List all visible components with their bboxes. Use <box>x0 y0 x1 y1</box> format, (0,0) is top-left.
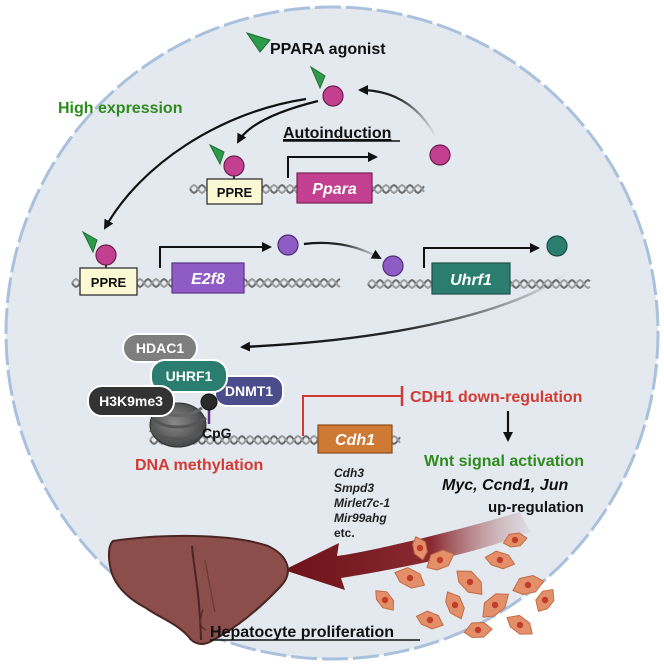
hepatocyte-cell <box>456 570 483 595</box>
ppre-label-ppara: PPRE <box>217 185 253 200</box>
e2f8-protein-bound <box>382 255 404 277</box>
uhrf1-gene-label: Uhrf1 <box>450 272 492 289</box>
cell-nucleus-circle <box>4 5 660 661</box>
ppara-protein-bound <box>223 155 245 177</box>
target-gene-item: Smpd3 <box>334 481 374 495</box>
agonist-icon <box>245 32 271 53</box>
ppre-box-ppara <box>206 178 263 205</box>
hepatocyte-cell <box>535 588 555 612</box>
proliferation-arrow <box>284 512 530 590</box>
autoinduction-label: Autoinduction <box>283 125 391 142</box>
hepatocyte-proliferation-label: Hepatocyte proliferation <box>210 624 394 641</box>
high-expression-label: High expression <box>58 100 182 117</box>
agonist-icon <box>309 65 326 90</box>
dnmt1-label: DNMT1 <box>225 383 273 399</box>
e2f8-gene-label: E2f8 <box>191 271 225 288</box>
ppara-tss-arrow <box>287 152 378 178</box>
hepatocyte-cell <box>502 532 528 548</box>
ppre-box-e2f8 <box>79 267 138 296</box>
target-gene-item: etc. <box>334 526 355 540</box>
high-expression-arrow <box>104 97 307 230</box>
cdh1-down-label: CDH1 down-regulation <box>410 389 582 406</box>
hepatocyte-cell <box>426 549 455 571</box>
uhrf1-gene-box <box>431 262 511 295</box>
agonist-label: PPARA agonist <box>270 41 386 58</box>
ppre-label-e2f8: PPRE <box>91 275 127 290</box>
uhrf1-protein-label: UHRF1 <box>166 368 213 384</box>
ppara-protein-product <box>429 144 451 166</box>
repression-line <box>302 395 402 436</box>
hepatocyte-cell <box>412 536 428 561</box>
agonist-icon <box>81 230 98 254</box>
hepatocyte-cells <box>375 532 555 639</box>
hepatocyte-cell <box>506 614 533 635</box>
target-gene-item: Cdh3 <box>334 466 364 480</box>
cdh1-gene-box <box>317 424 393 454</box>
e2f8-to-uhrf1-arrow <box>303 241 382 259</box>
uhrf1-to-complex-arrow <box>240 271 569 352</box>
cpg-label: CpG <box>202 425 232 441</box>
wnt-label: Wnt signal activation <box>424 453 584 470</box>
ppara-protein <box>322 85 344 107</box>
hepatocyte-cell <box>375 590 395 611</box>
agonist-icon <box>208 143 225 166</box>
hepatocyte-cell <box>445 591 465 620</box>
uhrf1-protein-product <box>546 235 568 257</box>
cdh1-gene-label: Cdh1 <box>335 432 375 449</box>
hepatocyte-cell <box>512 574 545 596</box>
hepatocyte-cell <box>415 610 444 630</box>
target-gene-item: Mir99ahg <box>334 511 387 525</box>
dna-methylation-label: DNA methylation <box>135 457 263 474</box>
myc-ccnd1-jun-label: Myc, Ccnd1, Jun <box>442 477 568 494</box>
upregulation-label: up-regulation <box>488 499 584 516</box>
h3k9me3-label: H3K9me3 <box>99 393 163 409</box>
ppara-protein-bound-e2f8 <box>95 244 117 266</box>
uhrf1-pill <box>150 359 228 393</box>
e2f8-gene-box <box>171 262 245 294</box>
hepatocyte-cell <box>463 621 493 639</box>
target-gene-item: Mirlet7c-1 <box>334 496 390 510</box>
autoinduction-return-arrow <box>358 85 437 138</box>
liver-illustration <box>108 534 289 645</box>
ppara-to-promoter-arrow <box>237 99 319 144</box>
hepatocyte-cell <box>482 593 509 618</box>
hepatocyte-cell <box>484 550 516 570</box>
e2f8-protein-product <box>277 234 299 256</box>
hepatocyte-cell <box>394 567 426 589</box>
ppara-gene-box <box>296 172 373 204</box>
uhrf1-tss-arrow <box>423 243 540 268</box>
h3k9me3-pill <box>87 385 175 417</box>
methyl-group <box>200 393 218 411</box>
hdac1-label: HDAC1 <box>136 340 184 356</box>
ppara-gene-label: Ppara <box>312 181 357 198</box>
e2f8-tss-arrow <box>159 242 272 268</box>
